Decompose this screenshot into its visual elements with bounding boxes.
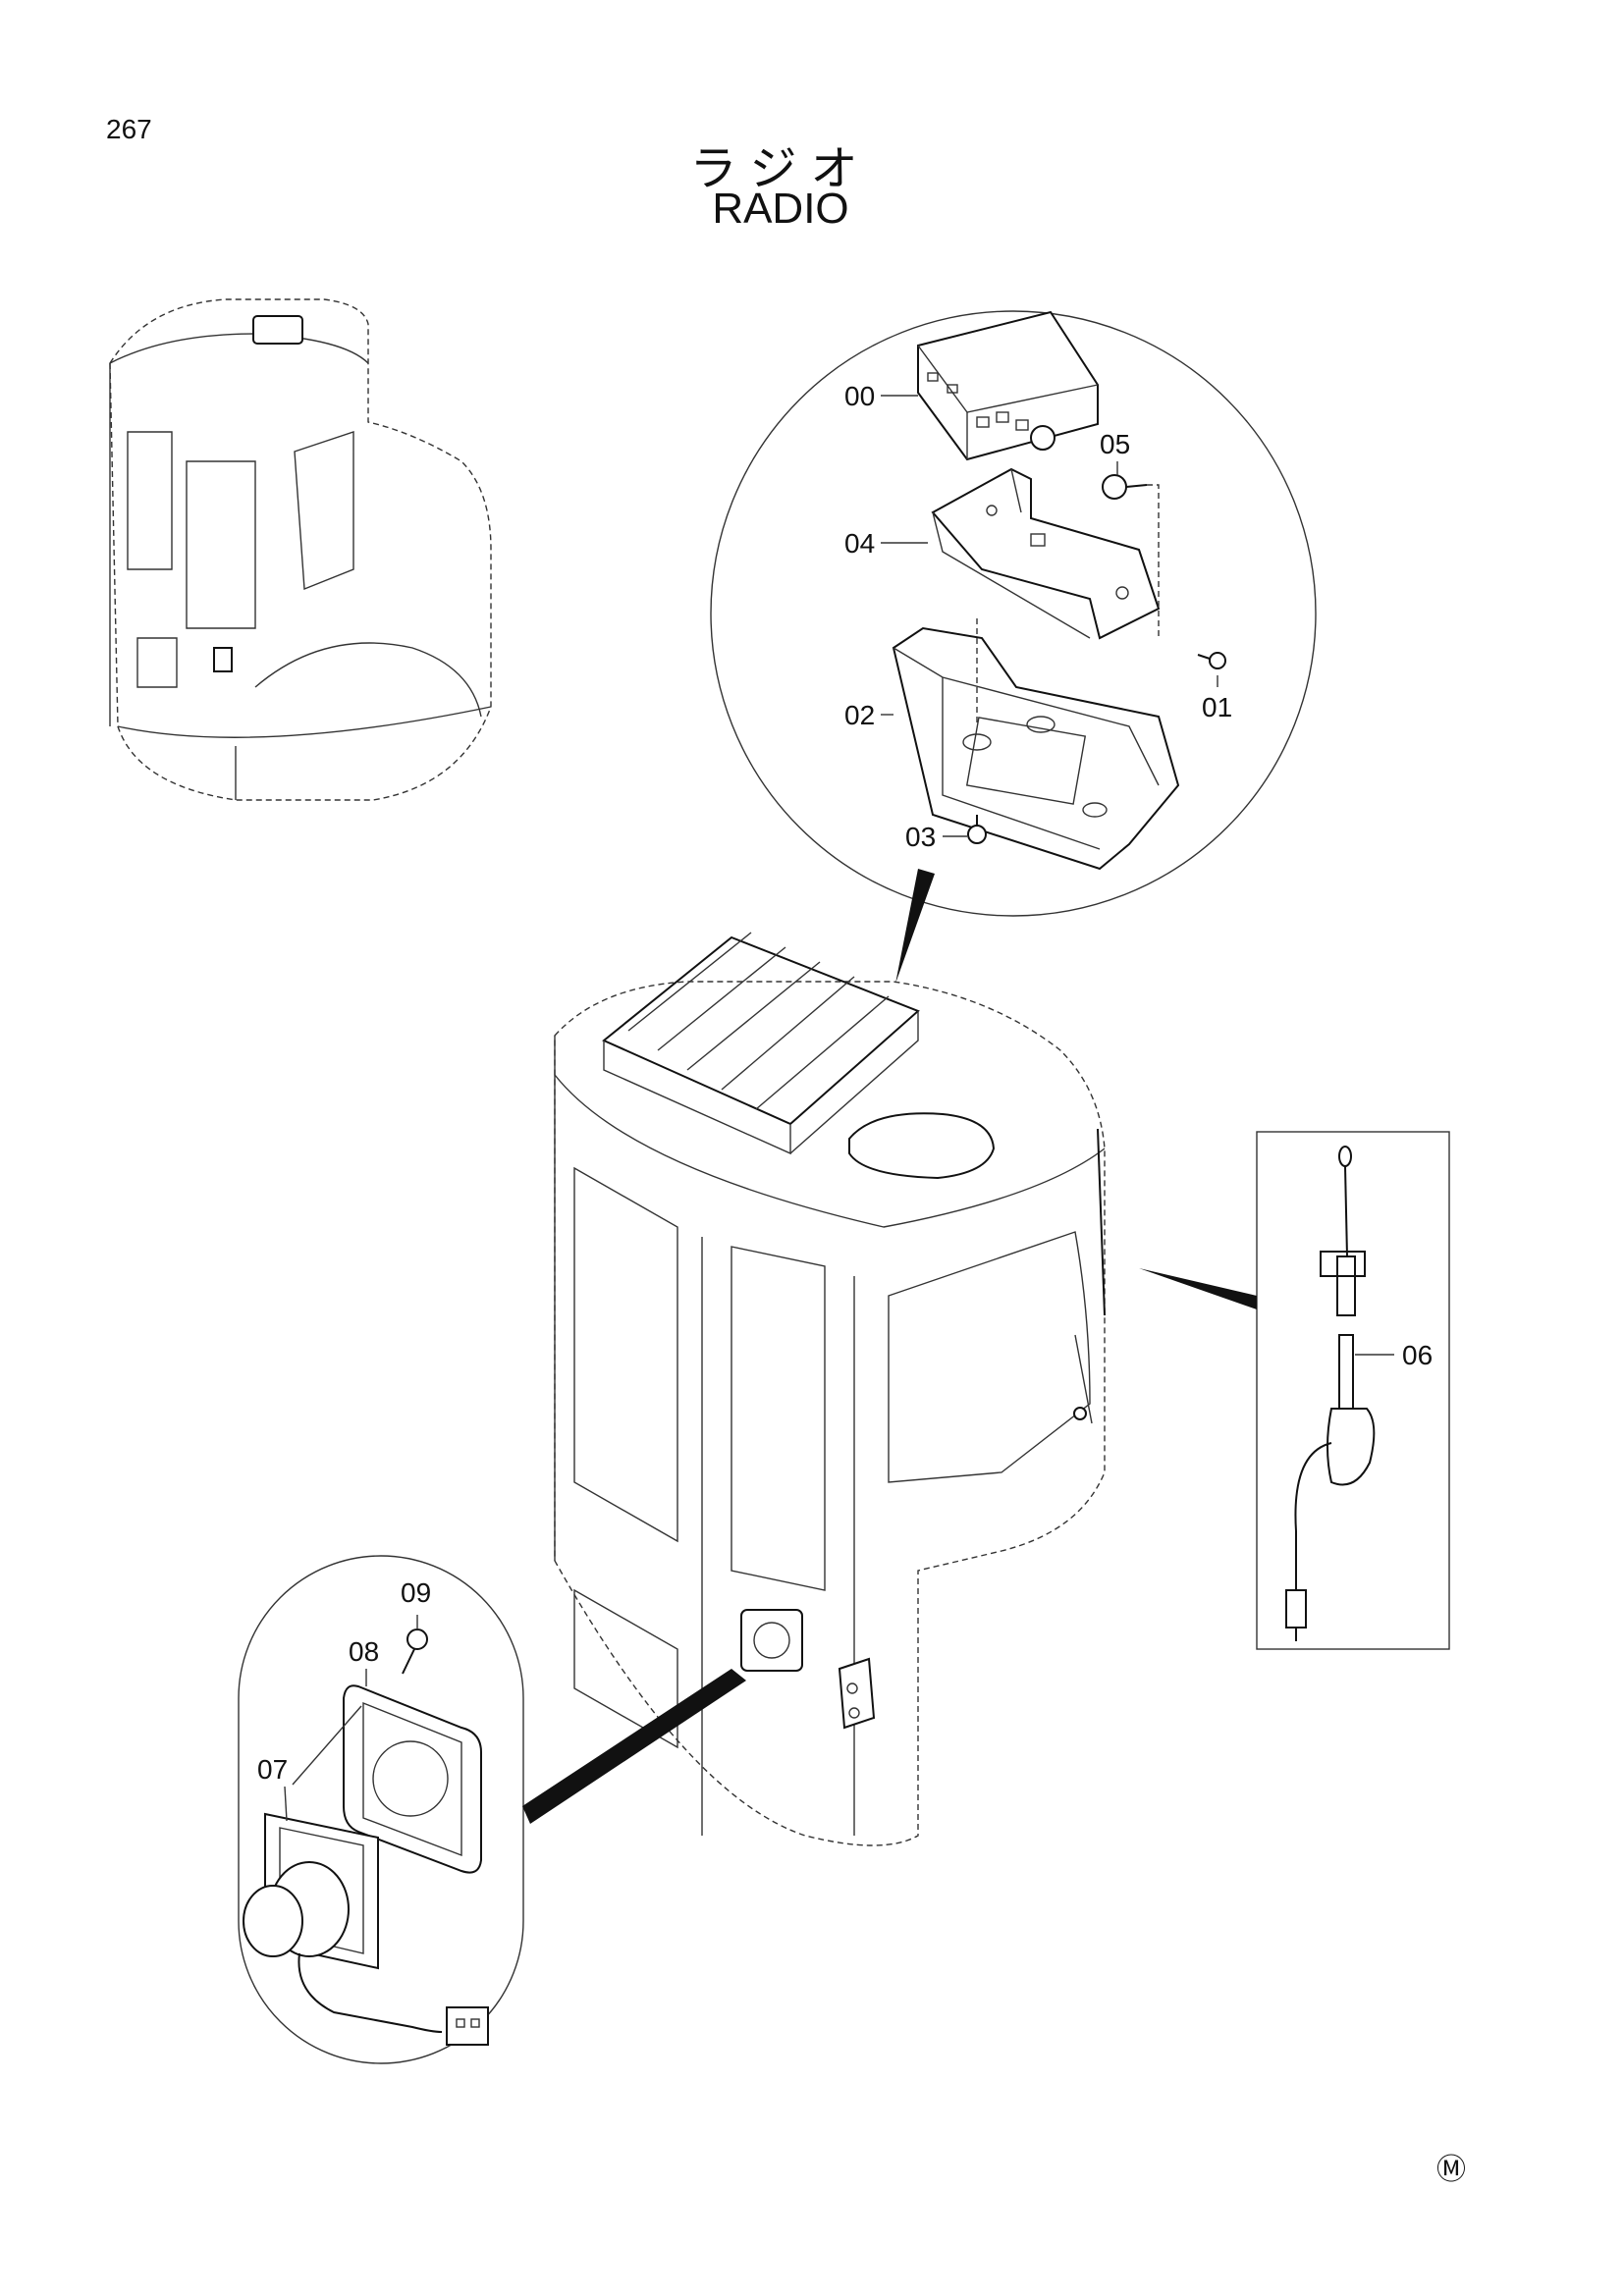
screw-05 <box>1102 474 1160 638</box>
cab-main <box>554 932 1106 1846</box>
callout-08: 08 <box>349 1636 379 1667</box>
speaker-detail-capsule <box>238 1555 746 2064</box>
title-japanese: ラジオ <box>689 141 872 196</box>
callout-03: 03 <box>905 822 936 852</box>
page-number: 267 <box>106 114 152 144</box>
roof-guard <box>602 932 920 1155</box>
leader-lines <box>365 395 1394 1686</box>
callout-09: 09 <box>401 1577 431 1608</box>
bracket <box>931 467 1161 640</box>
radio-knob-icon <box>1030 425 1056 451</box>
callout-04: 04 <box>844 528 875 559</box>
callout-00: 00 <box>844 381 875 411</box>
speaker-gasket <box>343 1684 482 1874</box>
callout-07: 07 <box>257 1754 288 1785</box>
cab-speaker-opening <box>740 1609 803 1672</box>
speaker-connector <box>446 2006 489 2046</box>
panel-frame <box>892 618 1180 871</box>
title-english: RADIO <box>712 185 849 233</box>
radio-detail-circle <box>710 310 1317 984</box>
screw-01 <box>1197 652 1226 669</box>
callout-05: 05 <box>1100 429 1130 459</box>
speaker-unit <box>243 1812 489 2046</box>
callout-06: 06 <box>1402 1340 1433 1370</box>
screw-09 <box>402 1629 428 1675</box>
speaker-location-marker <box>213 647 233 672</box>
radio-unit <box>917 310 1099 461</box>
antenna <box>1285 1146 1376 1641</box>
callout-01: 01 <box>1202 692 1232 722</box>
circled-m-mark: Ⓜ <box>1436 2154 1466 2186</box>
antenna-detail-box <box>1139 1131 1450 1650</box>
cab-overview-small <box>109 298 492 801</box>
radio-location-marker <box>252 315 303 345</box>
callout-02: 02 <box>844 700 875 730</box>
screw-03 <box>967 815 987 844</box>
